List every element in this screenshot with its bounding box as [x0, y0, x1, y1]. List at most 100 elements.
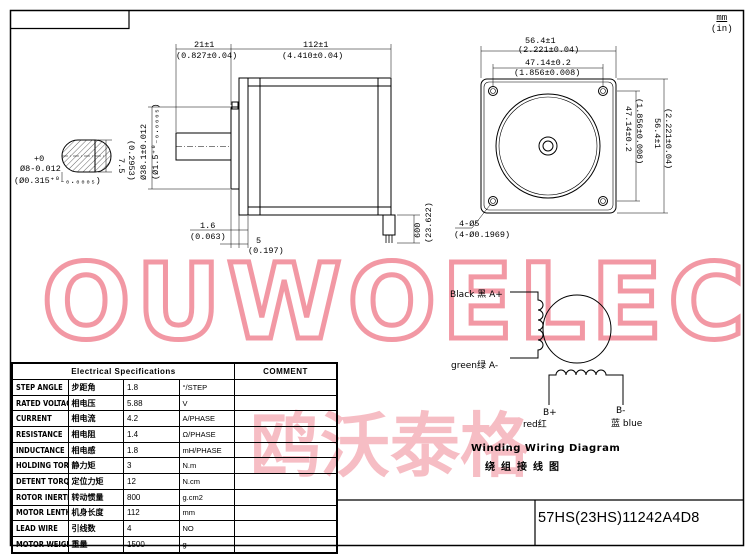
- spec-comment-cell: [234, 504, 337, 522]
- spec-comment-cell: [234, 426, 337, 443]
- spec-comment-cell: [234, 535, 337, 553]
- dim-v564-in: (2.221±0.04): [663, 108, 673, 169]
- title-tab: [10, 10, 130, 30]
- spec-unit: V: [178, 394, 235, 412]
- holes-dim-in: (4-Ø0.1969): [454, 230, 510, 240]
- wire-bminus-label: B-: [616, 406, 625, 416]
- shaft-flat: 7.5: [116, 158, 126, 173]
- wire-blue-label: 蓝 blue: [611, 417, 643, 429]
- spec-name-cn: 机身长度: [67, 504, 124, 522]
- dim-v564: 56.4±1: [652, 118, 662, 149]
- spec-comment-cell: [234, 394, 337, 412]
- dim-600: 600: [413, 223, 423, 238]
- dim-38-in: (Ø1.5⁺⁰₋₀.₀₀₀₅): [151, 103, 161, 180]
- spec-name-en: DETENT TORQUE: [12, 473, 69, 490]
- dim-v4714: 47.14±0.2: [623, 106, 633, 152]
- dim-5: 5: [256, 236, 261, 246]
- spec-name-en: STEP ANGLE: [12, 379, 69, 396]
- spec-comment-header: COMMENT: [234, 363, 337, 380]
- spec-value: 12: [123, 473, 180, 490]
- shaft-flat-in: (0.2953): [126, 140, 136, 181]
- spec-unit: °/STEP: [178, 379, 235, 396]
- spec-value: 1.4: [123, 426, 180, 443]
- spec-unit: g: [178, 535, 235, 553]
- spec-comment-cell: [234, 410, 337, 428]
- motor-front-view: [455, 46, 668, 229]
- dim-21: 21±1: [194, 40, 214, 50]
- spec-name-cn: 步距角: [67, 379, 124, 396]
- spec-name-en: MOTOR LENTH: [12, 504, 69, 522]
- spec-row: ROTOR INERTIA转动惯量800g.cm2: [12, 488, 337, 506]
- units-mm: mm: [716, 13, 728, 23]
- spec-value: 112: [123, 504, 180, 522]
- wiring-title-cn: 绕组接线图: [485, 462, 565, 473]
- spec-comment-cell: [234, 441, 337, 459]
- spec-name-cn: 相电压: [67, 394, 124, 412]
- spec-comment-cell: [234, 473, 337, 490]
- dim-v4714-in: (1.856±0.008): [634, 98, 644, 164]
- dim-600-in: (23.622): [424, 202, 434, 243]
- spec-name-cn: 引线数: [67, 520, 124, 537]
- spec-comment-cell: [234, 488, 337, 506]
- drawing-frame: [9, 9, 745, 547]
- spec-name-cn: 静力矩: [67, 457, 124, 475]
- spec-name-en: ROTOR INERTIA: [12, 488, 69, 506]
- spec-comment-cell: [234, 379, 337, 396]
- holes-dim: 4-Ø5: [459, 219, 479, 229]
- spec-row: RATED VOLTAGE相电压5.88V: [12, 394, 337, 412]
- spec-value: 4: [123, 520, 180, 537]
- spec-value: 1.8: [123, 441, 180, 459]
- units-in: (in): [711, 24, 733, 34]
- spec-name-en: MOTOR WEIGHT: [12, 535, 69, 553]
- spec-unit: N.m: [178, 457, 235, 475]
- wire-bplus-label: B+: [543, 408, 557, 418]
- spec-name-en: HOLDING TORAUE: [12, 457, 69, 475]
- spec-unit: A/PHASE: [178, 410, 235, 428]
- spec-name-cn: 重量: [67, 535, 124, 553]
- dim-4714-in: (1.856±0.008): [514, 68, 580, 78]
- spec-comment-cell: [234, 520, 337, 537]
- spec-row: DETENT TORQUE定位力矩12N.cm: [12, 473, 337, 490]
- dim-16-in: (0.063): [190, 232, 226, 242]
- spec-unit: N.cm: [178, 473, 235, 490]
- spec-unit: mm: [178, 504, 235, 522]
- spec-comment-cell: [234, 457, 337, 475]
- spec-unit: Ω/PHASE: [178, 426, 235, 443]
- wire-black-label: Black 黑 A+: [450, 289, 503, 300]
- watermark-text: OUWOELEC.: [42, 241, 750, 363]
- spec-unit: mH/PHASE: [178, 441, 235, 459]
- units-label: mm (in): [711, 13, 733, 35]
- model-number: 57HS(23HS)11242A4D8: [538, 510, 700, 526]
- spec-name-en: LEAD WIRE: [12, 520, 69, 537]
- spec-value: 800: [123, 488, 180, 506]
- dim-112-in: (4.410±0.04): [282, 51, 343, 61]
- spec-value: 5.88: [123, 394, 180, 412]
- dim-21-in: (0.827±0.04): [176, 51, 237, 61]
- spec-title: Electrical Specifications: [12, 363, 235, 380]
- motor-side-view: [148, 44, 420, 248]
- spec-value: 3: [123, 457, 180, 475]
- spec-name-cn: 定位力矩: [67, 473, 124, 490]
- spec-row: HOLDING TORAUE静力矩3N.m: [12, 457, 337, 475]
- wire-green-label: green绿 A-: [451, 359, 498, 371]
- spec-unit: g.cm2: [178, 488, 235, 506]
- spec-header-row: Electrical Specifications COMMENT: [12, 363, 337, 380]
- spec-value: 4.2: [123, 410, 180, 428]
- spec-name-cn: 相电流: [67, 410, 124, 428]
- shaft-section: [61, 139, 112, 182]
- dim-4714: 47.14±0.2: [525, 58, 571, 68]
- shaft-dia: Ø8-0.012: [20, 164, 61, 174]
- wiring-title: Winding Wiring Diagram: [471, 443, 621, 454]
- dim-38: Ø38.1±0.012: [139, 124, 149, 180]
- spec-table: Electrical Specifications COMMENT STEP A…: [11, 362, 338, 554]
- spec-value: 1500: [123, 535, 180, 553]
- spec-name-cn: 相电阻: [67, 426, 124, 443]
- shaft-tol: +0: [34, 154, 44, 164]
- spec-row: MOTOR WEIGHT重量1500g: [12, 535, 337, 553]
